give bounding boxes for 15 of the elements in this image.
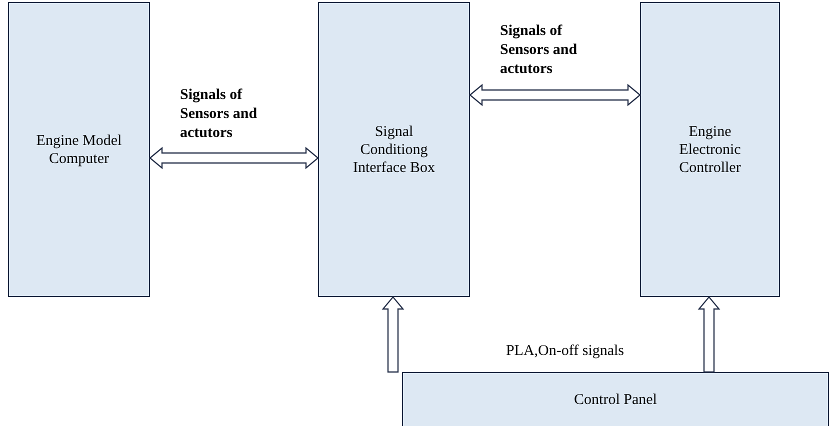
hollow-arrow [698, 296, 720, 373]
box-label: Engine Electronic Controller [678, 122, 742, 176]
hollow-arrow [149, 146, 319, 170]
box-label: Control Panel [574, 391, 657, 409]
edge-label: Signals of Sensors and actutors [180, 86, 258, 143]
process-box [402, 372, 829, 426]
process-box [640, 2, 780, 297]
hollow-arrow [382, 296, 404, 373]
box-label: Signal Conditiong Interface Box [352, 122, 436, 176]
box-label: Engine Model Computer [35, 132, 123, 168]
process-box [318, 2, 470, 297]
hollow-arrow [469, 84, 641, 106]
signal-label: PLA,On-off signals [504, 342, 626, 361]
process-box [8, 2, 150, 297]
edge-label: Signals of Sensors and actutors [500, 22, 578, 79]
